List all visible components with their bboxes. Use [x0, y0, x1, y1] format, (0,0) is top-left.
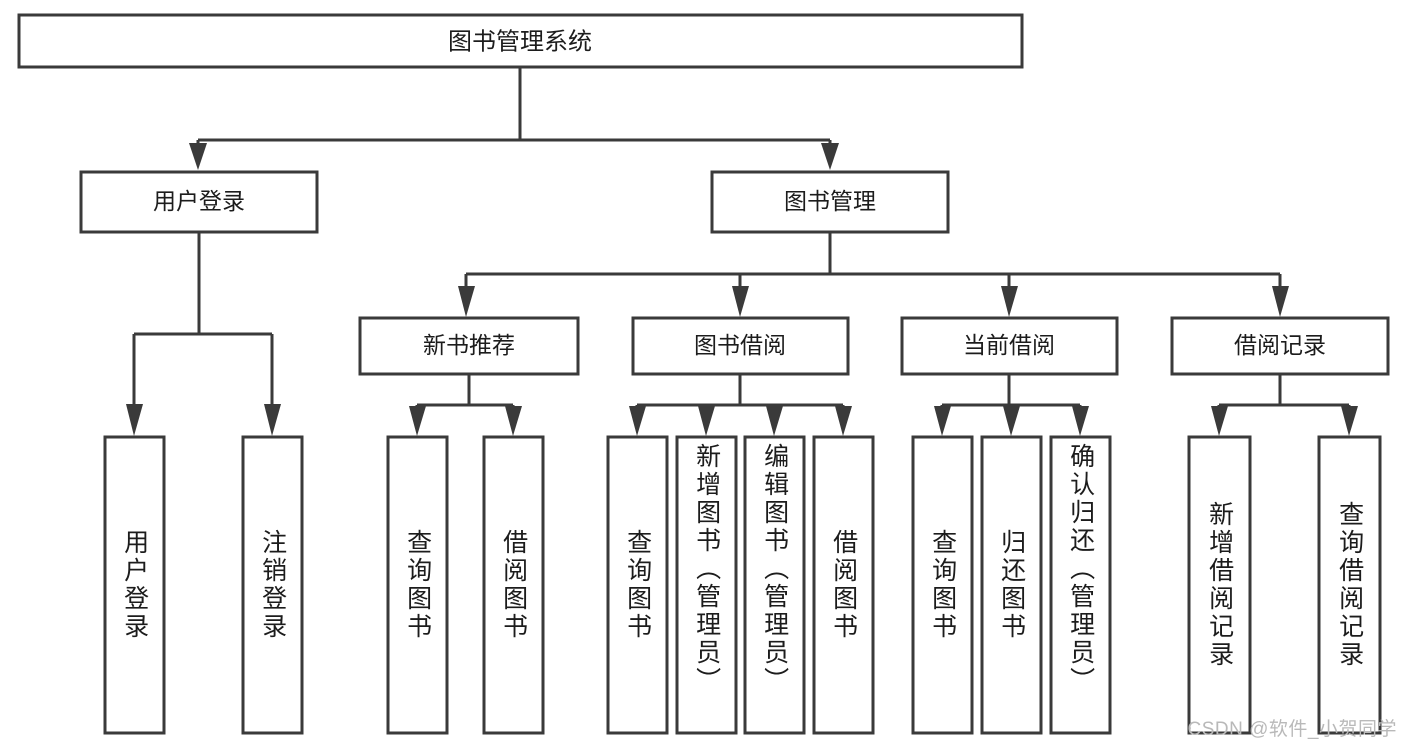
current-borrow-label: 当前借阅 [963, 332, 1055, 358]
leaf-box-br-query-record[interactable] [1317, 435, 1382, 735]
arrow-to-bb-add-book [698, 406, 715, 436]
leaf-box-bb-edit-book[interactable] [743, 435, 806, 735]
new-book-label: 新书推荐 [423, 332, 515, 358]
arrow-to-cb-return-book [1003, 406, 1020, 436]
arrow-to-cb-query-book [934, 406, 951, 436]
leaf-box-nb-query-book[interactable] [386, 435, 449, 735]
leaf-box-user-login[interactable] [103, 435, 166, 735]
leaf-box-br-add-record[interactable] [1187, 435, 1252, 735]
arrow-to-bb-edit-book [766, 406, 783, 436]
arrow-to-bb-borrow-book [835, 406, 852, 436]
book-borrow-box[interactable] [631, 316, 850, 376]
node-new-book[interactable]: 新书推荐 [358, 316, 580, 376]
node-book-manage[interactable]: 图书管理 [710, 170, 950, 234]
arrow-to-nb-query-book [409, 406, 426, 436]
arrow-to-br-add-record [1211, 406, 1228, 436]
leaf-box-cb-confirm-return[interactable] [1049, 435, 1112, 735]
new-book-box[interactable] [358, 316, 580, 376]
leaf-box-bb-query-book[interactable] [606, 435, 669, 735]
node-user-login[interactable]: 用户登录 [79, 170, 319, 234]
borrow-record-box[interactable] [1170, 316, 1390, 376]
node-borrow-record[interactable]: 借阅记录 [1170, 316, 1390, 376]
arrow-to-nb-borrow-book [505, 406, 522, 436]
book-borrow-label: 图书借阅 [694, 332, 786, 358]
arrow-to-leaf-logout [264, 404, 281, 436]
user-login-label: 用户登录 [153, 188, 245, 214]
arrow-to-book-borrow [732, 286, 749, 317]
arrow-to-bb-query-book [629, 406, 646, 436]
leaf-box-bb-borrow-book[interactable] [812, 435, 875, 735]
root-label: 图书管理系统 [448, 28, 592, 55]
leaf-box-cb-query-book[interactable] [911, 435, 974, 735]
leaf-box-nb-borrow-book[interactable] [482, 435, 545, 735]
arrow-to-br-query-record [1341, 406, 1358, 436]
root-box[interactable] [17, 13, 1024, 69]
leaf-box-cb-return-book[interactable] [980, 435, 1043, 735]
csdn-watermark: CSDN @软件_小贺同学 [1187, 719, 1397, 740]
leaf-box-logout[interactable] [241, 435, 304, 735]
leaf-box-bb-add-book[interactable] [675, 435, 738, 735]
arrow-to-borrow-record [1272, 286, 1289, 317]
borrow-record-label: 借阅记录 [1234, 332, 1326, 358]
book-manage-box[interactable] [710, 170, 950, 234]
node-root[interactable]: 图书管理系统 [17, 13, 1024, 69]
arrow-to-cb-confirm-return [1072, 406, 1089, 436]
arrow-to-book-manage [821, 143, 839, 170]
arrow-to-user-login [189, 143, 207, 170]
node-current-borrow[interactable]: 当前借阅 [900, 316, 1119, 376]
arrow-to-current-borrow [1001, 286, 1018, 317]
node-book-borrow[interactable]: 图书借阅 [631, 316, 850, 376]
arrow-to-leaf-user-login [126, 404, 143, 436]
book-manage-label: 图书管理 [784, 188, 876, 214]
arrow-to-new-book [458, 286, 475, 317]
current-borrow-box[interactable] [900, 316, 1119, 376]
